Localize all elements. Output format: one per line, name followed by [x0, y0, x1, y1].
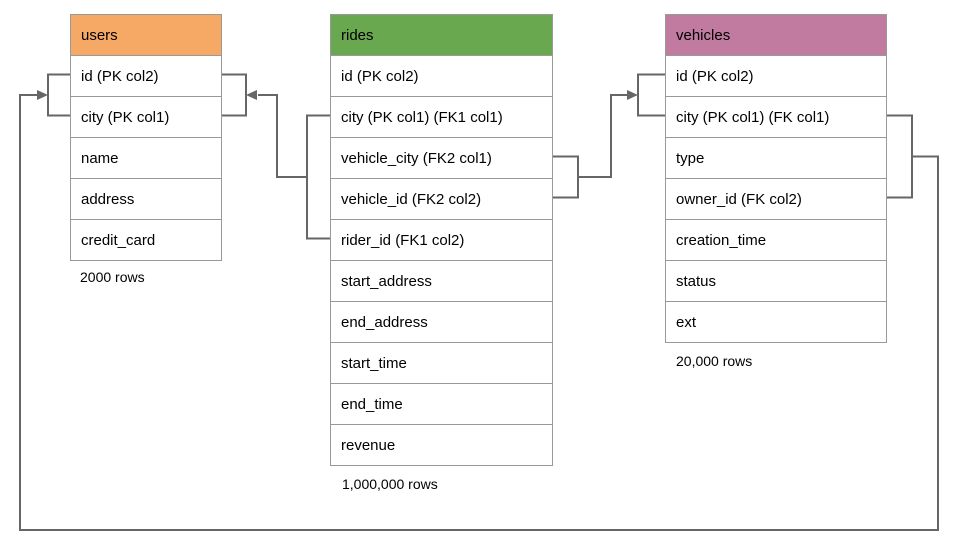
rides-left-bracket [306, 114, 330, 240]
users-col-city: city (PK col1) [71, 96, 221, 137]
link-line [578, 94, 627, 178]
arrowhead-into-users-right [246, 90, 257, 100]
vehicles-col-ext: ext [666, 301, 886, 342]
users-right-bracket [222, 73, 247, 117]
table-rides: rides id (PK col2) city (PK col1) (FK1 c… [330, 14, 553, 466]
users-row-count: 2000 rows [80, 269, 145, 285]
rides-col-revenue: revenue [331, 424, 552, 465]
arrowhead-into-users-left [37, 90, 48, 100]
vehicles-row-count: 20,000 rows [676, 353, 753, 369]
arrowhead-into-vehicles-left [627, 90, 638, 100]
rides-col-vehicle-city: vehicle_city (FK2 col1) [331, 137, 552, 178]
vehicles-col-city: city (PK col1) (FK col1) [666, 96, 886, 137]
rides-row-count: 1,000,000 rows [342, 476, 438, 492]
vehicles-right-bracket [887, 114, 913, 199]
rides-col-end-address: end_address [331, 301, 552, 342]
rides-col-start-time: start_time [331, 342, 552, 383]
table-rides-header: rides [331, 15, 552, 55]
table-vehicles: vehicles id (PK col2) city (PK col1) (FK… [665, 14, 887, 343]
rides-right-bracket [553, 155, 579, 199]
table-users-header: users [71, 15, 221, 55]
users-left-bracket [47, 73, 70, 117]
vehicles-col-status: status [666, 260, 886, 301]
connector-rides-fk1-users [222, 73, 330, 240]
users-col-credit-card: credit_card [71, 219, 221, 260]
connector-rides-fk2-vehicles [553, 73, 665, 199]
rides-col-city: city (PK col1) (FK1 col1) [331, 96, 552, 137]
rides-col-id: id (PK col2) [331, 55, 552, 96]
users-col-name: name [71, 137, 221, 178]
vehicles-left-bracket [637, 73, 665, 117]
vehicles-col-creation-time: creation_time [666, 219, 886, 260]
vehicles-col-owner-id: owner_id (FK col2) [666, 178, 886, 219]
users-col-id: id (PK col2) [71, 55, 221, 96]
vehicles-col-id: id (PK col2) [666, 55, 886, 96]
rides-col-vehicle-id: vehicle_id (FK2 col2) [331, 178, 552, 219]
users-col-address: address [71, 178, 221, 219]
table-users: users id (PK col2) city (PK col1) name a… [70, 14, 222, 261]
table-vehicles-header: vehicles [666, 15, 886, 55]
link-line [258, 94, 307, 178]
rides-col-rider-id: rider_id (FK1 col2) [331, 219, 552, 260]
rides-col-start-address: start_address [331, 260, 552, 301]
vehicles-col-type: type [666, 137, 886, 178]
rides-col-end-time: end_time [331, 383, 552, 424]
